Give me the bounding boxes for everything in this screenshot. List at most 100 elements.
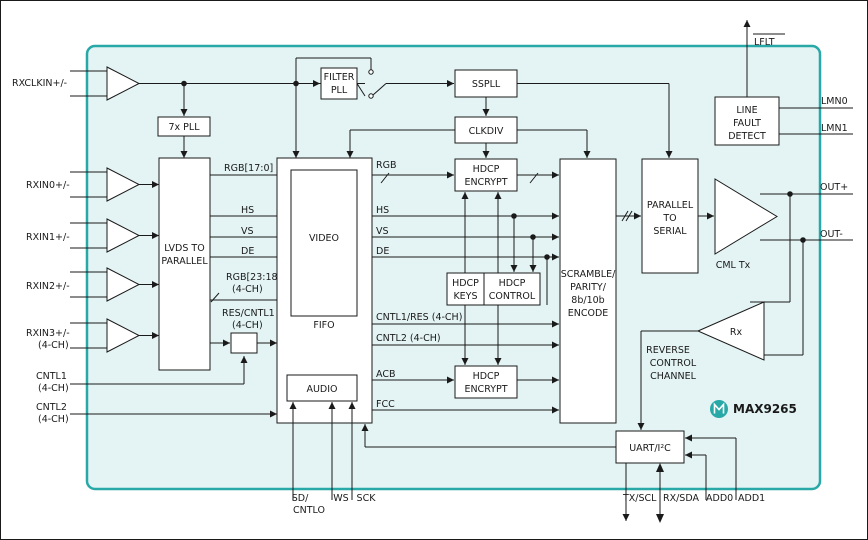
- video-block: [290, 169, 358, 317]
- p2s-label-3: SERIAL: [653, 226, 687, 237]
- maxim-logo-icon: [710, 400, 728, 418]
- audio-pin-wires: [289, 402, 356, 500]
- fcc-label: FCC: [376, 399, 395, 410]
- lflt-pin-label: LFLT: [754, 37, 775, 48]
- rxin1-buffer: [106, 218, 141, 253]
- hdcp-encrypt-bottom-label-2: ENCRYPT: [464, 384, 507, 395]
- rgb2318-label: RGB[23:18]: [226, 272, 281, 283]
- rx-receiver: [696, 301, 765, 361]
- hdcp-encrypt-bottom-label-1: HDCP: [473, 371, 500, 382]
- cntlo-pin-label: CNTLO: [293, 505, 325, 516]
- pll-7x-label: 7x PLL: [168, 122, 200, 133]
- output-wires: [750, 191, 853, 356]
- hdcp-control-label-1: HDCP: [499, 278, 526, 289]
- rgb-label: RGB: [376, 160, 396, 171]
- lfd-label-3: DETECT: [728, 131, 766, 142]
- ws-pin-label: WS: [333, 493, 348, 504]
- rxsda-pin-label: RX/SDA: [663, 493, 699, 504]
- vs-label: VS: [241, 226, 254, 237]
- rxin2-label: RXIN2+/-: [26, 281, 70, 292]
- audio-block: [286, 374, 358, 402]
- hdcp-encrypt-top-label-2: ENCRYPT: [464, 177, 507, 188]
- input-buffers: [70, 66, 159, 353]
- filter-pll-label-1: FILTER: [324, 72, 355, 83]
- filter-pll-label-2: PLL: [331, 85, 348, 96]
- cml-tx-label: CML Tx: [716, 260, 751, 271]
- rxin2-buffer: [106, 267, 141, 302]
- chip-body: [85, 44, 822, 491]
- lfd-label-1: LINE: [736, 105, 757, 116]
- rgb2318-sub-label: (4-CH): [232, 284, 263, 295]
- rcc-label-3: CHANNEL: [650, 371, 696, 382]
- scramble-label-3: 8b/10b: [571, 295, 604, 306]
- hdcp-keys-label-1: HDCP: [452, 278, 479, 289]
- cntl1res-label: CNTL1/RES (4-CH): [376, 312, 462, 323]
- clkdiv-label: CLKDIV: [469, 126, 504, 137]
- hdcp-control-block: [483, 272, 541, 306]
- cntl2-signal-label: CNTL2 (4-CH): [376, 333, 441, 344]
- hs-label: HS: [241, 205, 254, 216]
- rxin0-label: RXIN0+/-: [26, 180, 70, 191]
- hdcp-wires: [461, 192, 550, 365]
- out-plus-label: OUT+: [820, 182, 848, 193]
- rcc-label-1: REVERSE: [646, 345, 690, 356]
- rescntl1-label: RES/CNTL1: [222, 308, 275, 319]
- hdcp-control-label-2: CONTROL: [489, 291, 536, 302]
- cntl1-label: CNTL1: [36, 371, 67, 382]
- part-number: MAX9265: [733, 402, 797, 416]
- filter-pll-block: [320, 67, 358, 100]
- lvds-label-1: LVDS TO: [164, 243, 204, 254]
- de2-label: DE: [376, 246, 389, 257]
- scramble-label-2: PARITY/: [570, 282, 607, 293]
- cntl2-sub-label: (4-CH): [38, 414, 69, 425]
- lmn0-pin-label: LMN0: [821, 96, 848, 107]
- txscl-pin-label: TX/SCL: [622, 493, 657, 504]
- acb-label: ACB: [376, 369, 395, 380]
- audio-label: AUDIO: [306, 384, 337, 395]
- rescntl1-sub-label: (4-CH): [232, 320, 263, 331]
- vs2-label: VS: [376, 226, 389, 237]
- lvds-to-parallel-block: [158, 157, 211, 371]
- scramble-label-4: ENCODE: [568, 308, 609, 319]
- sd-pin-label: SD/: [292, 493, 309, 504]
- rxin0-buffer: [106, 167, 141, 202]
- line-fault-detect-block: [714, 96, 780, 146]
- scramble-encode-block: [559, 158, 617, 424]
- add1-pin-label: ADD1: [738, 493, 765, 504]
- hdcp-encrypt-bottom-block: [454, 365, 518, 399]
- out-minus-label: OUT-: [820, 229, 843, 240]
- de-label: DE: [241, 246, 254, 257]
- cntl-mux-block: [230, 332, 258, 354]
- fifo-label: FIFO: [313, 320, 334, 331]
- hdcp-keys-label-2: KEYS: [453, 291, 477, 302]
- video-label: VIDEO: [309, 233, 339, 244]
- rxin3-sub-label: (4-CH): [38, 340, 69, 351]
- add0-pin-label: ADD0: [706, 493, 733, 504]
- rcc-label-2: CONTROL: [650, 358, 697, 369]
- uart-wires: [361, 424, 737, 523]
- sck-pin-label: SCK: [357, 493, 377, 504]
- rgb170-label: RGB[17:0]: [224, 163, 273, 174]
- clkdiv-wires: [346, 129, 591, 158]
- hdcp-encrypt-top-label-1: HDCP: [473, 164, 500, 175]
- lfd-wires: [743, 20, 853, 135]
- lfd-label-2: FAULT: [733, 118, 761, 129]
- rxin3-buffer: [106, 318, 141, 353]
- cntl2-label: CNTL2: [36, 402, 67, 413]
- parallel-to-serial-block: [641, 158, 699, 274]
- rxin3-label: RXIN3+/-: [26, 328, 70, 339]
- cml-tx-driver: [714, 178, 778, 255]
- clkdiv-block: [454, 116, 518, 144]
- sspll-block: [454, 69, 518, 98]
- rx-label: Rx: [730, 327, 743, 338]
- hs2-label: HS: [376, 205, 389, 216]
- sspll-label: SSPLL: [472, 79, 501, 90]
- uart-label: UART/I²C: [629, 443, 671, 454]
- rxclkin-buffer: [106, 66, 141, 101]
- scramble-label-1: SCRAMBLE/: [561, 269, 616, 280]
- p2s-label-1: PARALLEL: [647, 200, 694, 211]
- uart-i2c-block: [615, 430, 685, 464]
- rxclkin-label: RXCLKIN+/-: [12, 78, 67, 89]
